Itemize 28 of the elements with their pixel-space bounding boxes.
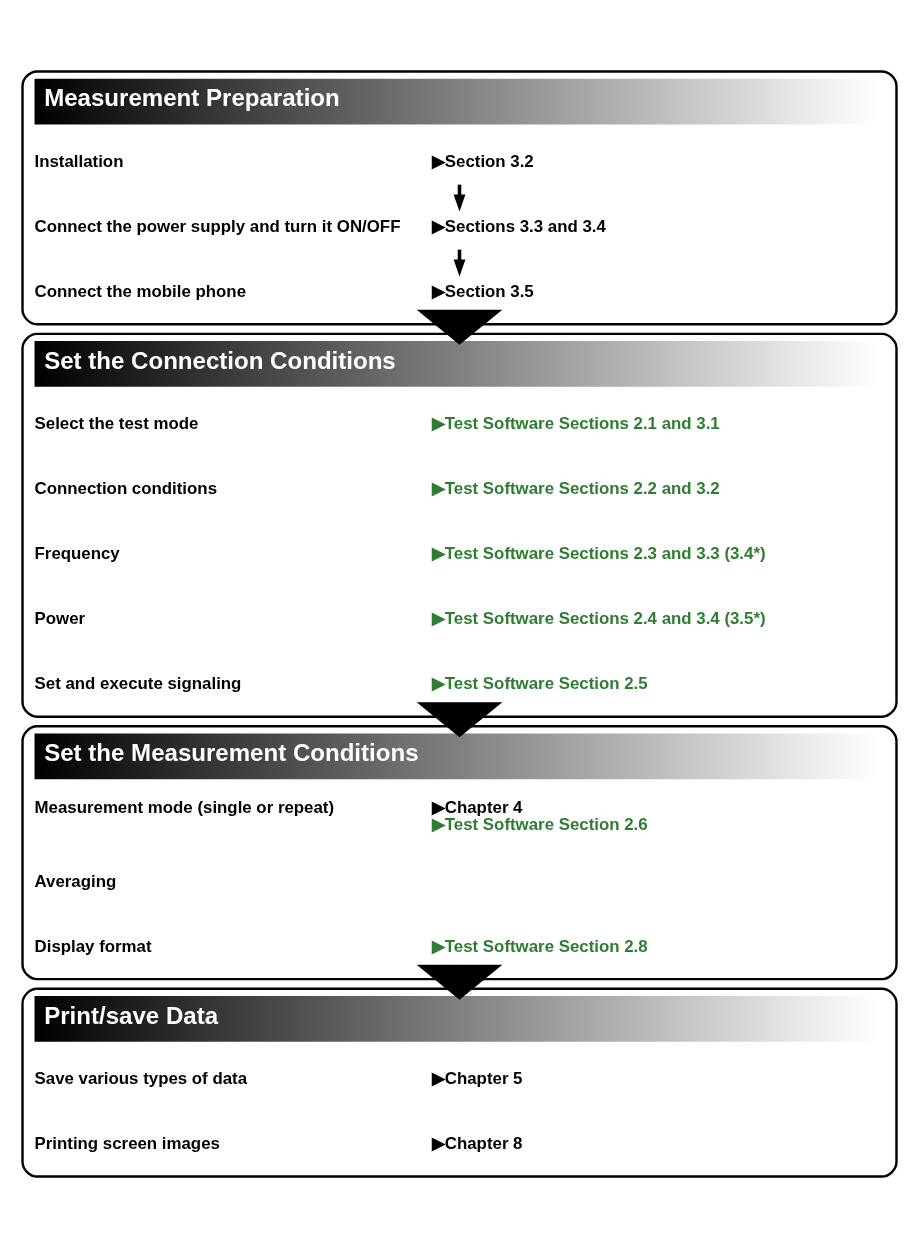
node-label: ▶Chapter 4 (431, 797, 523, 817)
node-text: Select the test mode (34, 413, 199, 433)
node-label: ▶Test Software Sections 2.3 and 3.3 (3.4*) (431, 543, 766, 563)
node-text: Display format (34, 936, 152, 956)
arrow (416, 964, 503, 1000)
node-label: ▶Chapter 5 (431, 1068, 523, 1088)
node-text: Averaging (34, 871, 117, 891)
node-label: ▶Test Software Section 2.5 (431, 673, 648, 693)
node-label: ▶Test Software Sections 2.1 and 3.1 (431, 413, 720, 433)
arrow (416, 701, 503, 737)
node-label: ▶Test Software Section 2.8 (431, 936, 648, 956)
node-label: ▶Sections 3.3 and 3.4 (431, 216, 606, 236)
node-text: Printing screen images (34, 1133, 220, 1153)
node-label: ▶Section 3.2 (431, 151, 534, 171)
node-text: Measurement mode (single or repeat) (34, 797, 335, 817)
node-label: ▶Chapter 8 (431, 1133, 523, 1153)
node-text: Save various types of data (34, 1068, 248, 1088)
arrow (416, 309, 503, 345)
node-text: Frequency (34, 543, 120, 563)
node-text: Connect the power supply and turn it ON/OFF (34, 216, 401, 236)
node-text: Installation (34, 151, 124, 171)
node-text: Connection conditions (34, 478, 218, 498)
node-label: ▶Section 3.5 (431, 281, 534, 301)
node-label: ▶Test Software Sections 2.2 and 3.2 (431, 478, 720, 498)
node-text: Set and execute signaling (34, 673, 242, 693)
node-label: ▶Test Software Sections 2.4 and 3.4 (3.5*) (431, 608, 766, 628)
node-text: Connect the mobile phone (34, 281, 247, 301)
node-text: Power (34, 608, 86, 628)
